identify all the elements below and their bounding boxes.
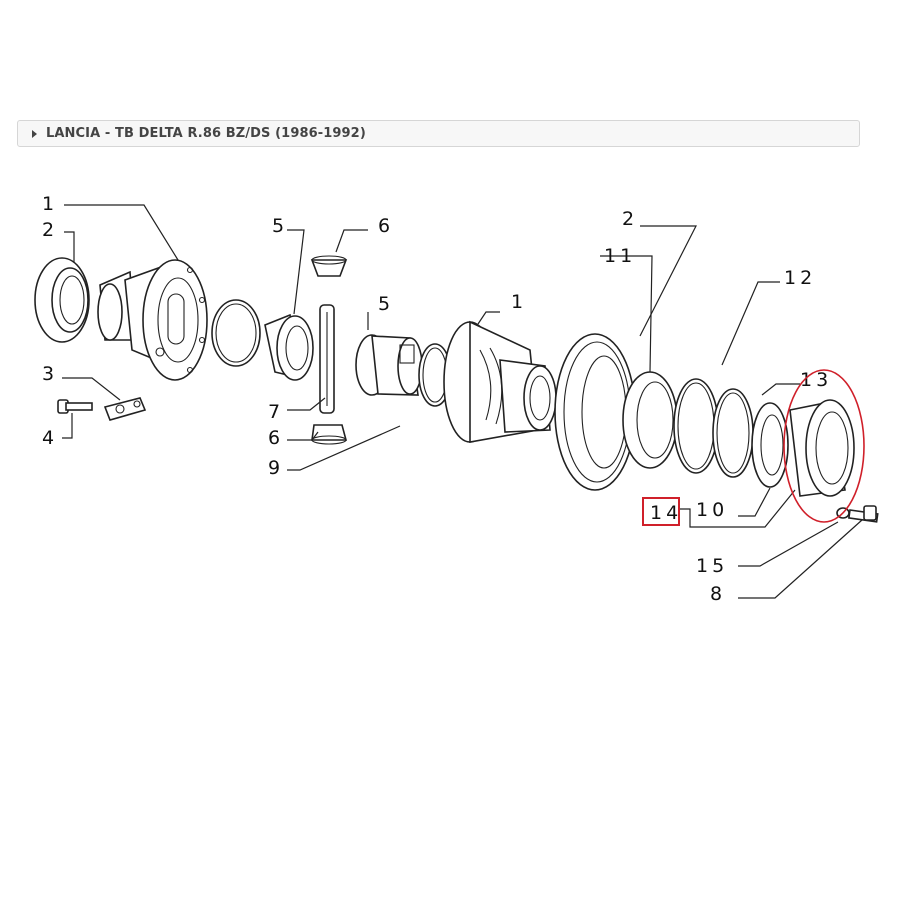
part-shim-ring-a[interactable]	[673, 378, 719, 474]
highlight-circle-cover	[783, 369, 865, 523]
part-shim-ring-b[interactable]	[712, 388, 754, 478]
part-bolt-left[interactable]	[57, 399, 93, 414]
part-gasket-ring-left[interactable]	[211, 299, 261, 367]
part-side-gear-upper[interactable]	[264, 313, 314, 381]
callout-left-3: 3	[42, 363, 54, 385]
part-seal-ring-left[interactable]	[34, 257, 90, 343]
part-oil-seal-right[interactable]	[751, 402, 789, 488]
expand-arrow-icon[interactable]	[32, 129, 37, 138]
callout-mid-9: 9	[268, 457, 280, 479]
callout-mid-5a: 5	[272, 215, 284, 237]
callout-right-14[interactable]: 14	[650, 502, 682, 524]
part-side-gear-lower[interactable]	[355, 334, 423, 396]
callout-mid-5b: 5	[378, 293, 390, 315]
callout-mid-1: 1	[511, 291, 523, 313]
part-bearing-cover[interactable]	[789, 399, 855, 497]
callout-right-8: 8	[710, 583, 722, 605]
breadcrumb-bar[interactable]: LANCIA - TB DELTA R.86 BZ/DS (1986-1992)	[17, 120, 860, 147]
callout-right-12: 12	[784, 267, 816, 289]
callout-right-15: 15	[696, 555, 728, 577]
callout-right-2: 2	[622, 208, 634, 230]
part-pinion-lower[interactable]	[311, 424, 348, 445]
callout-right-13: 13	[800, 369, 832, 391]
callout-mid-7: 7	[268, 401, 280, 423]
vehicle-title: LANCIA - TB DELTA R.86 BZ/DS (1986-1992)	[46, 126, 366, 141]
part-locking-plate[interactable]	[103, 397, 147, 421]
part-pinion-upper[interactable]	[310, 255, 348, 277]
callout-mid-6b: 6	[268, 427, 280, 449]
callout-right-11: 11	[604, 245, 636, 267]
part-bearing[interactable]	[622, 371, 678, 469]
part-housing-center[interactable]	[443, 320, 557, 443]
callout-left-4: 4	[42, 427, 54, 449]
callout-mid-6a: 6	[378, 215, 390, 237]
part-pinion-shaft[interactable]	[319, 304, 335, 414]
part-bolt-right[interactable]	[847, 505, 879, 523]
callout-left-2: 2	[42, 219, 54, 241]
part-housing-left[interactable]	[97, 259, 208, 381]
highlight-box-14	[642, 497, 680, 526]
callout-right-10: 10	[696, 499, 728, 521]
callout-left-1: 1	[42, 193, 54, 215]
